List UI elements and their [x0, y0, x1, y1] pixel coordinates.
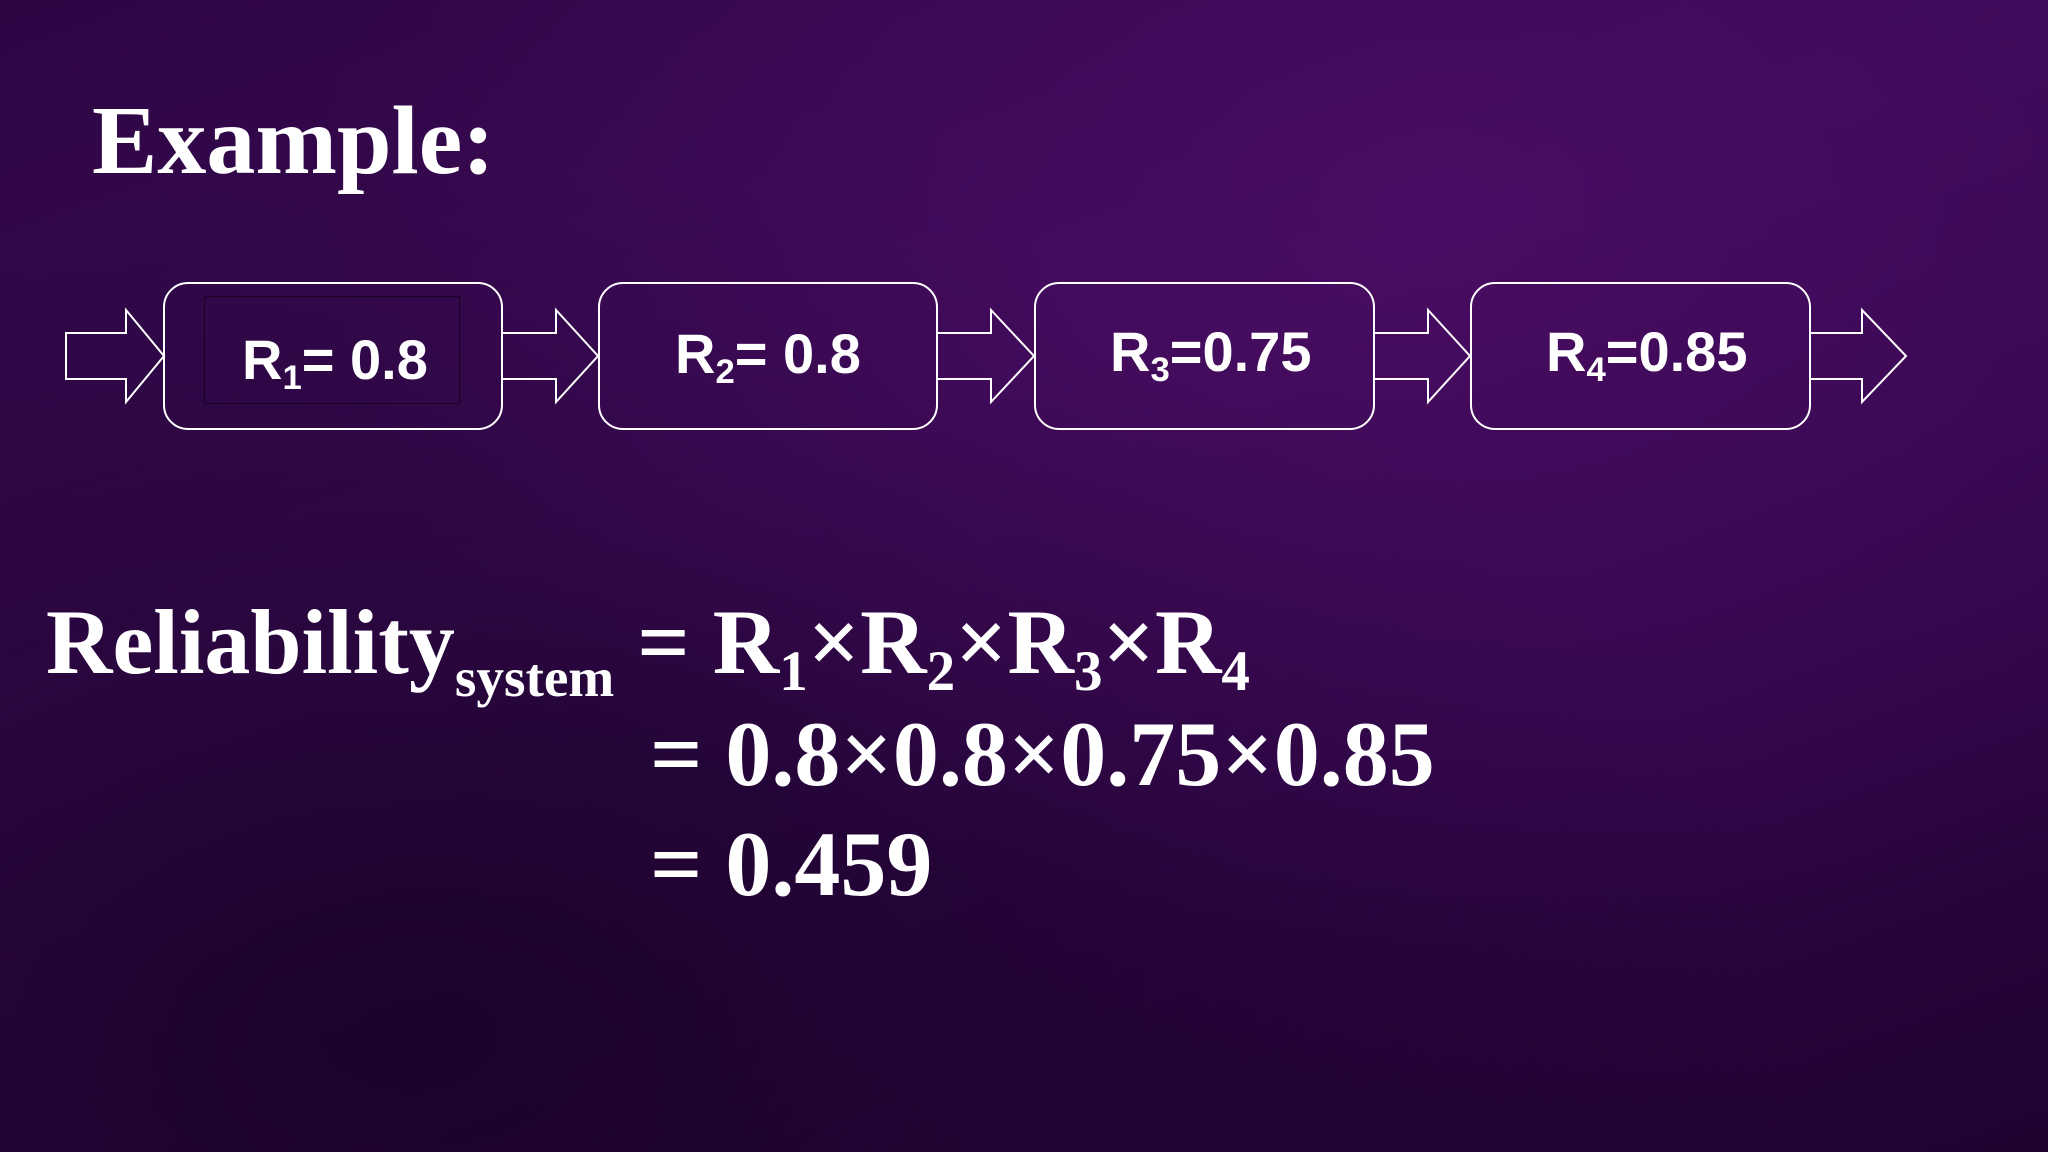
block-2-label: R2= 0.8 [675, 322, 861, 392]
equation-line-2: = 0.8×0.8×0.75×0.85 [650, 703, 1435, 805]
output-arrow [1809, 307, 1908, 405]
arrow-3-4 [1373, 307, 1472, 405]
block-3-label: R3=0.75 [1110, 320, 1312, 390]
reliability-word: Reliability [46, 591, 455, 693]
slide-title: Example: [92, 87, 495, 195]
system-subscript: system [454, 647, 615, 709]
equation-product: = R1×R2×R3×R4 [637, 591, 1250, 704]
input-arrow [65, 307, 166, 405]
equation-line-1: Reliabilitysystem = R1×R2×R3×R4 [46, 596, 1250, 705]
equation-line-3: = 0.459 [650, 813, 933, 915]
block-1-label: R1= 0.8 [242, 328, 428, 398]
arrow-1-2 [501, 307, 600, 405]
block-1-label-frame [204, 296, 460, 404]
block-4-label: R4=0.85 [1546, 320, 1748, 390]
arrow-2-3 [936, 307, 1036, 405]
